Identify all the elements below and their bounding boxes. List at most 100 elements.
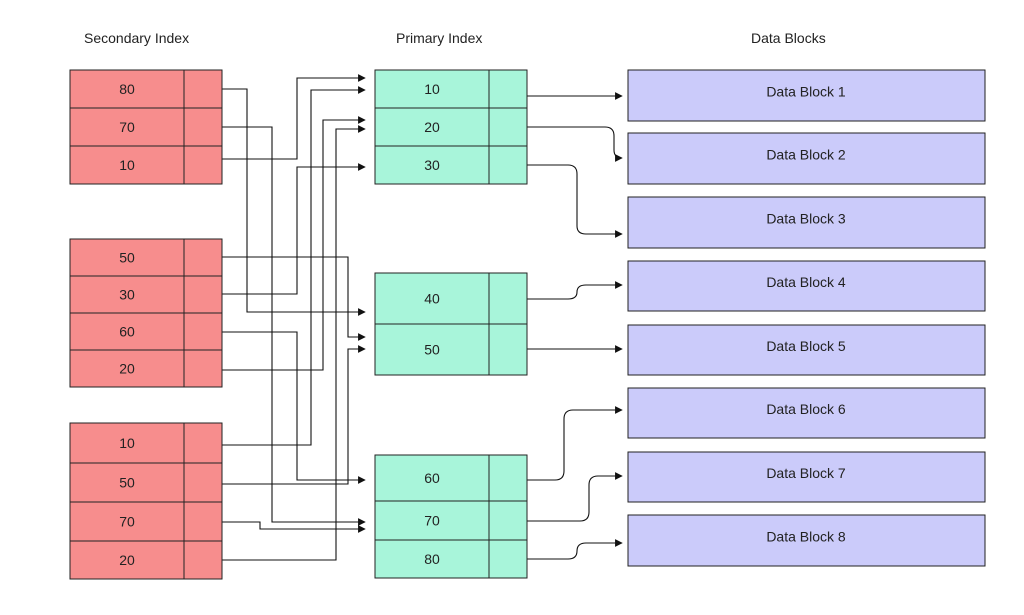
secondary-to-primary-arrow	[222, 116, 366, 371]
data-block: Data Block 5	[627, 324, 986, 376]
secondary-to-primary-arrow	[222, 521, 366, 533]
secondary-index-entry: 20	[69, 349, 223, 388]
data-block-label: Data Block 4	[766, 274, 846, 290]
secondary-index-entry: 10	[69, 145, 223, 185]
secondary-index-entry-key: 50	[119, 250, 135, 266]
data-block: Data Block 3	[627, 196, 986, 249]
secondary-index-entry-key: 70	[119, 514, 135, 530]
data-block: Data Block 7	[627, 451, 986, 503]
primary-to-block-arrow	[527, 126, 623, 162]
primary-index-entry-key: 80	[424, 551, 440, 567]
primary-index-entry-cell	[374, 323, 528, 376]
secondary-index-entry-cell	[69, 422, 223, 464]
data-block-label: Data Block 8	[766, 529, 846, 545]
data-block-box	[627, 451, 986, 503]
data-block-box	[627, 324, 986, 376]
secondary-to-primary-arrow	[222, 125, 366, 561]
primary-to-block-arrow	[527, 164, 623, 238]
secondary-index-entry-key: 20	[119, 552, 135, 568]
data-blocks-header: Data Blocks	[751, 30, 826, 46]
secondary-index-entry-cell	[69, 501, 223, 542]
secondary-index-entry-cell	[69, 145, 223, 185]
secondary-index-entry-key: 80	[119, 81, 135, 97]
primary-index-header: Primary Index	[396, 30, 483, 46]
secondary-index-entry-key: 50	[119, 475, 135, 491]
data-block-label: Data Block 1	[766, 84, 846, 100]
secondary-to-primary-arrow	[222, 256, 366, 341]
data-block: Data Block 1	[627, 69, 986, 122]
primary-index-entry: 10	[374, 69, 528, 109]
primary-index-entry-key: 40	[424, 291, 440, 307]
primary-index-entry-key: 10	[424, 81, 440, 97]
secondary-index-entry-cell	[69, 69, 223, 109]
data-block-label: Data Block 7	[766, 465, 846, 481]
secondary-index-entry-cell	[69, 312, 223, 351]
data-block: Data Block 8	[627, 514, 986, 567]
secondary-index-entry-key: 30	[119, 287, 135, 303]
data-block: Data Block 2	[627, 132, 986, 185]
secondary-index-entry: 20	[69, 540, 223, 580]
primary-index-entry-cell	[374, 145, 528, 185]
secondary-index-entry: 50	[69, 238, 223, 277]
secondary-index-entry: 70	[69, 501, 223, 542]
primary-index-entry-key: 60	[424, 470, 440, 486]
data-block-box	[627, 69, 986, 122]
secondary-index-entry: 70	[69, 107, 223, 147]
primary-index-entry-cell	[374, 454, 528, 502]
secondary-to-primary-arrow	[222, 126, 366, 526]
data-block-label: Data Block 2	[766, 147, 846, 163]
data-block-box	[627, 260, 986, 312]
primary-index-entry-key: 70	[424, 513, 440, 529]
data-block-label: Data Block 3	[766, 211, 846, 227]
box-layer: 80701050306020105070201020304050607080Da…	[69, 69, 986, 580]
secondary-index-entry: 30	[69, 275, 223, 314]
primary-index-entry: 60	[374, 454, 528, 502]
primary-index-entry-cell	[374, 107, 528, 147]
primary-index-entry-cell	[374, 272, 528, 325]
secondary-index-entry-key: 70	[119, 119, 135, 135]
secondary-to-primary-arrow	[222, 74, 366, 160]
secondary-index-entry-cell	[69, 238, 223, 277]
primary-index-entry: 30	[374, 145, 528, 185]
secondary-index-entry-cell	[69, 275, 223, 314]
secondary-to-primary-arrow	[222, 345, 366, 485]
primary-index-entry-cell	[374, 539, 528, 579]
secondary-to-primary-arrow	[222, 163, 366, 295]
data-block-box	[627, 514, 986, 567]
data-block-box	[627, 196, 986, 249]
primary-index-entry: 80	[374, 539, 528, 579]
secondary-index-entry: 60	[69, 312, 223, 351]
secondary-index-entry-key: 60	[119, 324, 135, 340]
secondary-index-entry-cell	[69, 540, 223, 580]
primary-to-block-arrow	[527, 281, 623, 300]
secondary-index-entry-key: 10	[119, 435, 135, 451]
data-block-label: Data Block 5	[766, 338, 846, 354]
primary-index-entry-cell	[374, 69, 528, 109]
secondary-to-primary-arrow	[222, 331, 366, 484]
primary-to-block-arrow	[527, 539, 623, 560]
primary-index-entry-key: 20	[424, 119, 440, 135]
secondary-index-entry: 10	[69, 422, 223, 464]
secondary-to-primary-arrow	[222, 86, 366, 446]
data-block: Data Block 4	[627, 260, 986, 312]
primary-to-block-arrow	[527, 406, 623, 481]
primary-index-entry-key: 50	[424, 342, 440, 358]
primary-to-block-arrow	[527, 472, 623, 522]
primary-index-entry: 40	[374, 272, 528, 325]
secondary-index-entry-key: 10	[119, 157, 135, 173]
primary-index-entry: 20	[374, 107, 528, 147]
secondary-to-primary-arrow	[222, 88, 366, 316]
data-block-box	[627, 387, 986, 439]
secondary-index-entry-key: 20	[119, 361, 135, 377]
secondary-index-entry-cell	[69, 349, 223, 388]
primary-index-entry: 70	[374, 500, 528, 541]
secondary-index-header: Secondary Index	[84, 30, 190, 46]
data-block-label: Data Block 6	[766, 401, 846, 417]
secondary-index-entry: 50	[69, 462, 223, 503]
primary-index-entry: 50	[374, 323, 528, 376]
data-block: Data Block 6	[627, 387, 986, 439]
data-block-box	[627, 132, 986, 185]
secondary-index-entry: 80	[69, 69, 223, 109]
primary-index-entry-key: 30	[424, 157, 440, 173]
